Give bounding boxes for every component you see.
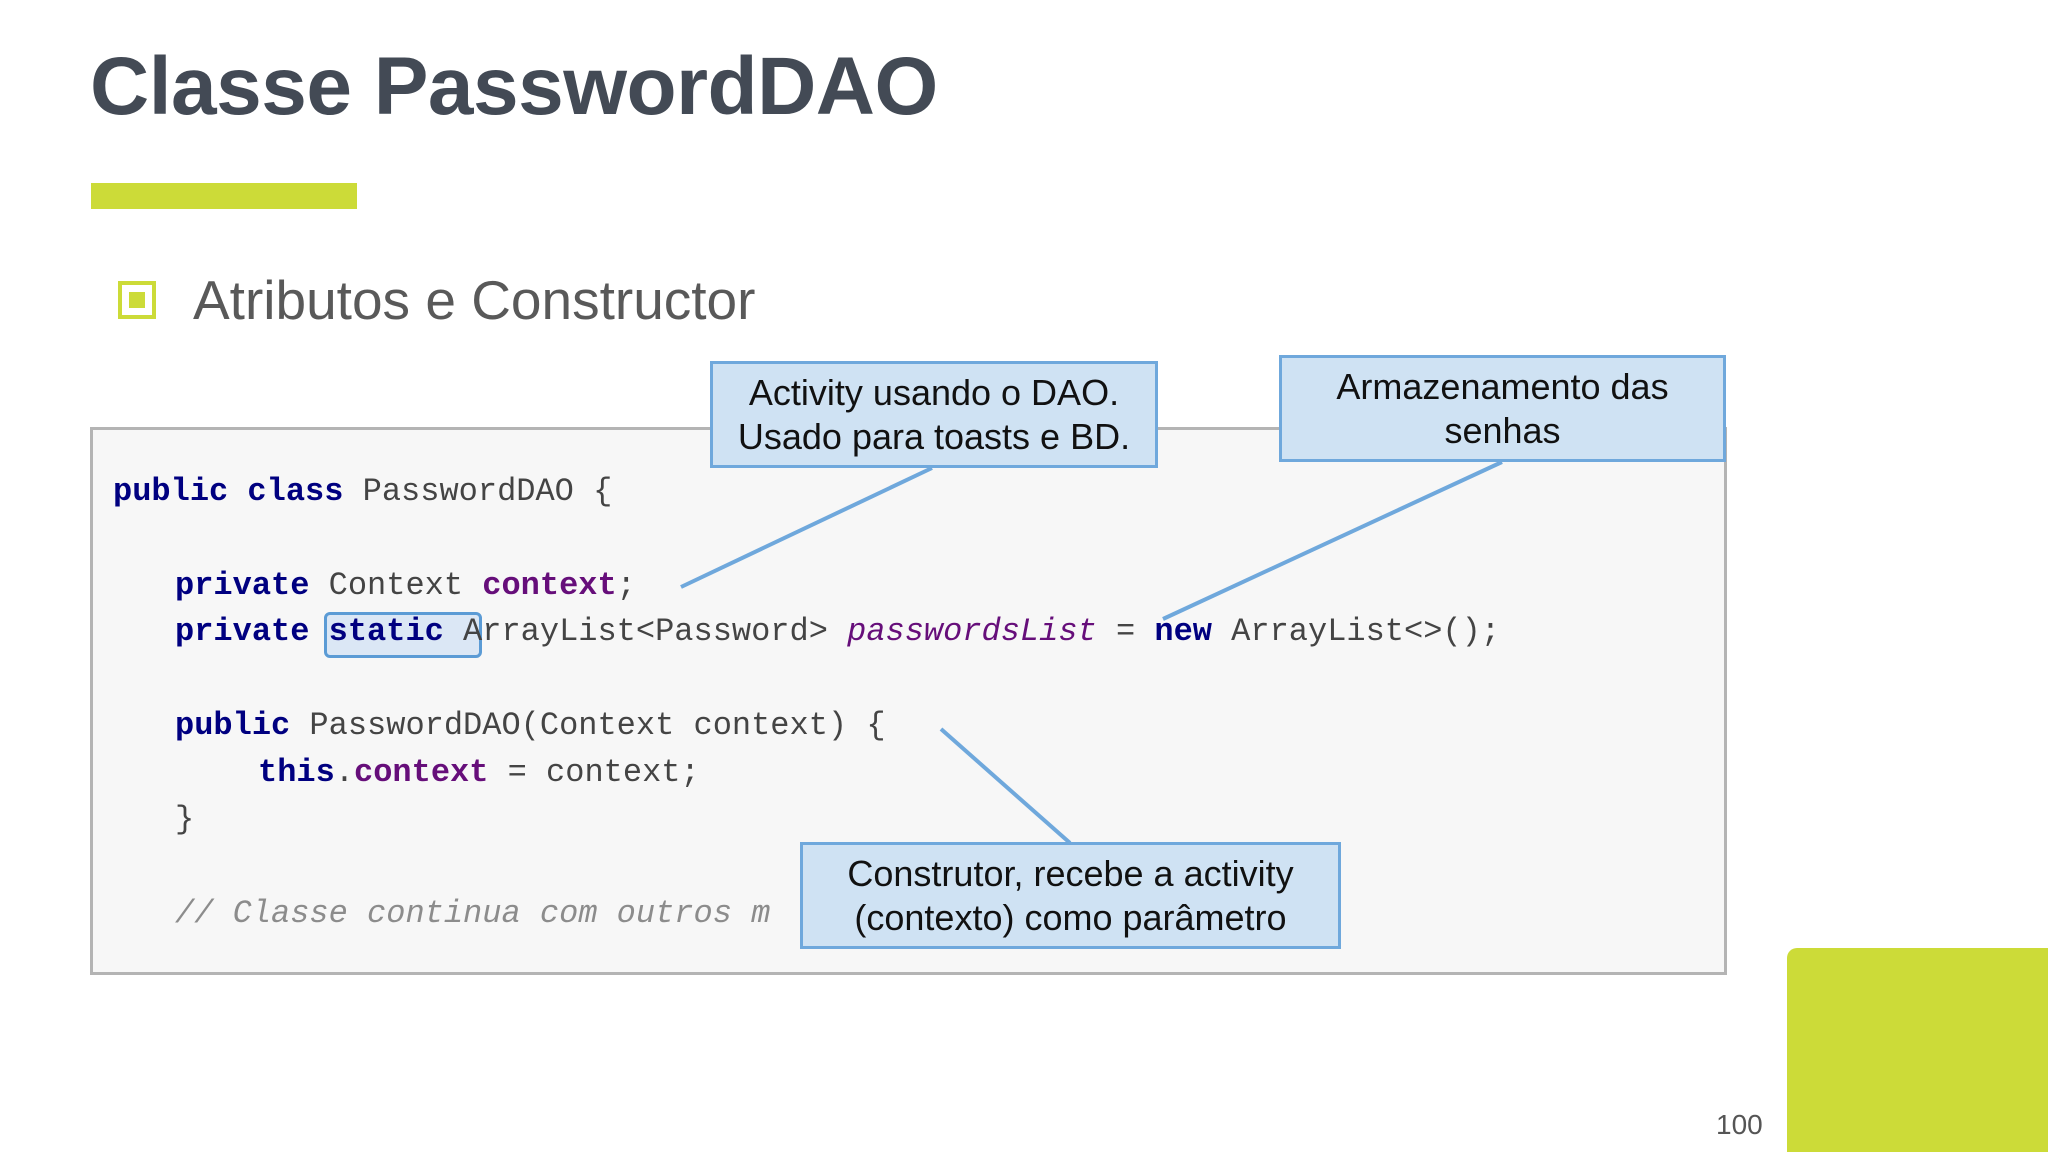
callout-activity: Activity usando o DAO. Usado para toasts…: [710, 361, 1158, 468]
code-line-comment: // Classe continua com outros m: [175, 895, 771, 932]
slide-title: Classe PasswordDAO: [90, 41, 938, 132]
code-line-constructor: public PasswordDAO(Context context) {: [175, 707, 886, 744]
title-underline: [91, 183, 357, 209]
corner-accent-block: [1787, 948, 2048, 1152]
code-line-passwords-list: private static ArrayList<Password> passw…: [175, 613, 1501, 650]
static-highlight: [324, 612, 482, 658]
code-line-closing-brace: }: [175, 801, 195, 838]
callout-storage: Armazenamento das senhas: [1279, 355, 1726, 462]
bullet-text: Atributos e Constructor: [193, 269, 756, 331]
page-number: 100: [1716, 1109, 1763, 1140]
callout-constructor: Construtor, recebe a activity (contexto)…: [800, 842, 1341, 949]
square-bullet-icon: [118, 281, 156, 319]
code-line-assignment: this.context = context;: [258, 754, 700, 791]
code-line-class-declaration: public class PasswordDAO {: [113, 473, 613, 510]
code-line-context-field: private Context context;: [175, 567, 636, 604]
